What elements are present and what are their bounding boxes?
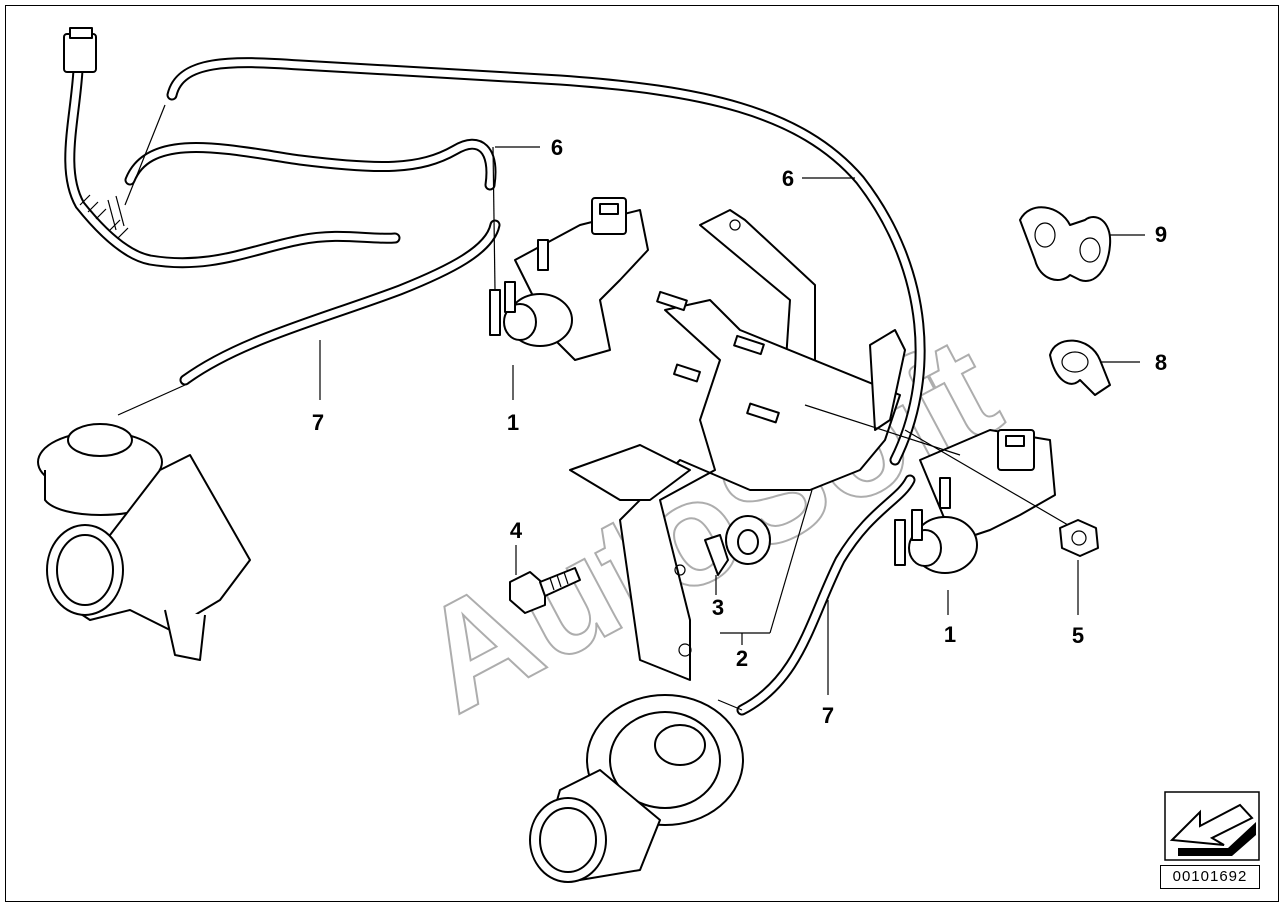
diagram-frame — [5, 5, 1279, 902]
label-9: 9 — [1155, 222, 1167, 247]
hose-clamp — [1049, 339, 1111, 396]
mounting-bracket — [569, 209, 906, 681]
label-6-right: 6 — [782, 166, 794, 191]
label-7-right: 7 — [822, 703, 834, 728]
egr-valve-left — [37, 423, 251, 661]
label-1-left: 1 — [507, 410, 519, 435]
hex-nut — [1059, 519, 1099, 557]
pressure-converter-right — [894, 429, 1056, 574]
label-4: 4 — [510, 518, 523, 543]
vacuum-hose-7-left — [179, 219, 501, 386]
wiring-harness — [63, 27, 401, 269]
rubber-grommet — [704, 515, 771, 576]
label-2: 2 — [736, 646, 748, 671]
label-1-right: 1 — [944, 622, 956, 647]
label-7-left: 7 — [312, 410, 324, 435]
vacuum-hose-7-right — [736, 474, 916, 716]
egr-valve-bottom — [529, 694, 744, 883]
hex-bolt — [509, 567, 581, 614]
label-5: 5 — [1072, 623, 1084, 648]
vacuum-hose-left — [124, 138, 497, 191]
arrow-navigation-icon[interactable] — [1164, 791, 1260, 861]
label-6-left: 6 — [551, 135, 563, 160]
pressure-converter-left — [489, 197, 649, 361]
leader-lines — [117, 104, 1145, 711]
double-clip — [1019, 206, 1112, 282]
document-number: 00101692 — [1160, 865, 1260, 889]
label-8: 8 — [1155, 350, 1167, 375]
label-3: 3 — [712, 595, 724, 620]
vacuum-hose-long — [166, 57, 926, 466]
